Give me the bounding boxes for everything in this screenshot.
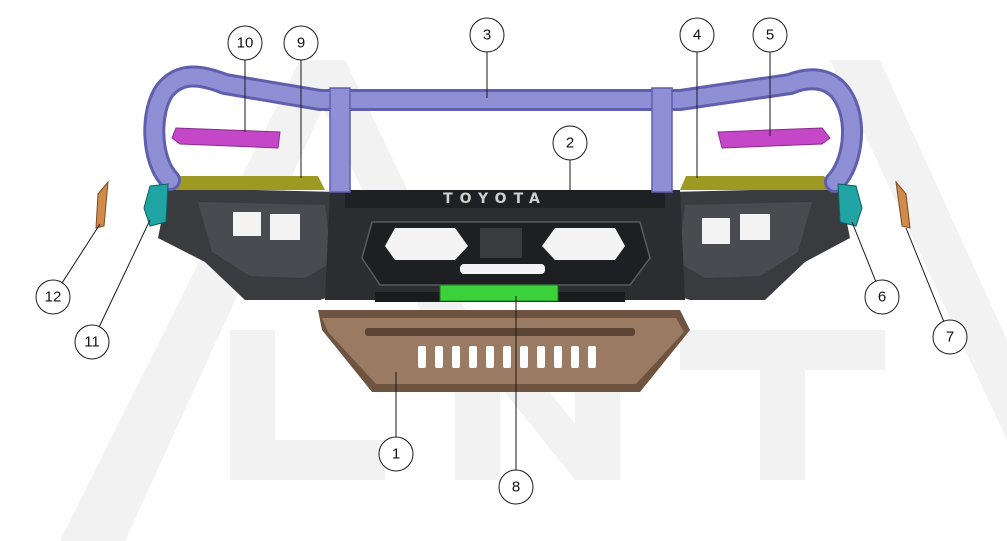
- callout-circle: [498, 469, 534, 505]
- callout-5: 5: [752, 17, 788, 136]
- callout-number: 10: [237, 35, 254, 52]
- callout-4: 4: [679, 17, 715, 178]
- callout-circle: [469, 17, 505, 53]
- right-top-cover: [680, 176, 834, 190]
- callout-1: 1: [378, 372, 414, 472]
- callout-6: 6: [851, 221, 900, 315]
- vent-slot: [469, 346, 477, 368]
- callout-leader-line: [851, 221, 877, 282]
- callout-number: 6: [878, 289, 886, 306]
- callout-number: 2: [566, 135, 574, 152]
- callout-circle: [227, 25, 263, 61]
- callout-12: 12: [35, 223, 101, 315]
- winch-plate: [439, 284, 559, 302]
- brand-lettering: TOYOTA: [443, 191, 547, 207]
- vent-slot: [537, 346, 545, 368]
- callout-7: 7: [905, 227, 968, 355]
- right-end-cap: [837, 183, 863, 227]
- vent-slot: [503, 346, 511, 368]
- callout-3: 3: [469, 17, 505, 98]
- vent-slot: [452, 346, 460, 368]
- left-end-cap: [143, 183, 169, 227]
- vent-slot: [588, 346, 596, 368]
- callout-9: 9: [283, 25, 319, 178]
- callout-circle: [35, 279, 71, 315]
- callout-11: 11: [74, 219, 151, 360]
- callout-leader-line: [905, 227, 945, 322]
- bumper-body: TOYOTA: [158, 188, 850, 302]
- callout-leader-line: [98, 219, 151, 327]
- callout-number: 5: [766, 27, 774, 44]
- callout-circle: [864, 279, 900, 315]
- callout-number: 9: [297, 35, 305, 52]
- callout-circle: [552, 125, 588, 161]
- callout-number: 12: [45, 289, 62, 306]
- callout-2: 2: [552, 125, 588, 192]
- callout-circle: [378, 436, 414, 472]
- callout-circle: [932, 319, 968, 355]
- left-top-cover: [170, 176, 325, 190]
- callout-circle: [752, 17, 788, 53]
- right-light-bar: [717, 127, 831, 149]
- skid-plate-vent-slots: [418, 346, 596, 368]
- callout-number: 11: [84, 334, 100, 351]
- callout-number: 8: [512, 479, 520, 496]
- callout-8: 8: [498, 296, 534, 505]
- bull-bar: [143, 65, 863, 193]
- vent-slot: [486, 346, 494, 368]
- skid-plate: [318, 310, 690, 392]
- vent-slot: [520, 346, 528, 368]
- right-side-marker: [895, 180, 911, 229]
- callout-number: 7: [946, 329, 954, 346]
- left-side-marker: [95, 180, 109, 229]
- callout-leader-line: [61, 223, 101, 283]
- vent-slot: [418, 346, 426, 368]
- left-light-bar: [171, 127, 281, 149]
- callout-10: 10: [227, 25, 263, 132]
- vent-slot: [435, 346, 443, 368]
- callout-circle: [679, 17, 715, 53]
- callout-number: 1: [392, 446, 400, 463]
- callout-number: 3: [483, 27, 491, 44]
- callout-number: 4: [693, 27, 701, 44]
- callout-circle: [74, 324, 110, 360]
- vent-slot: [571, 346, 579, 368]
- callout-circle: [283, 25, 319, 61]
- vent-slot: [554, 346, 562, 368]
